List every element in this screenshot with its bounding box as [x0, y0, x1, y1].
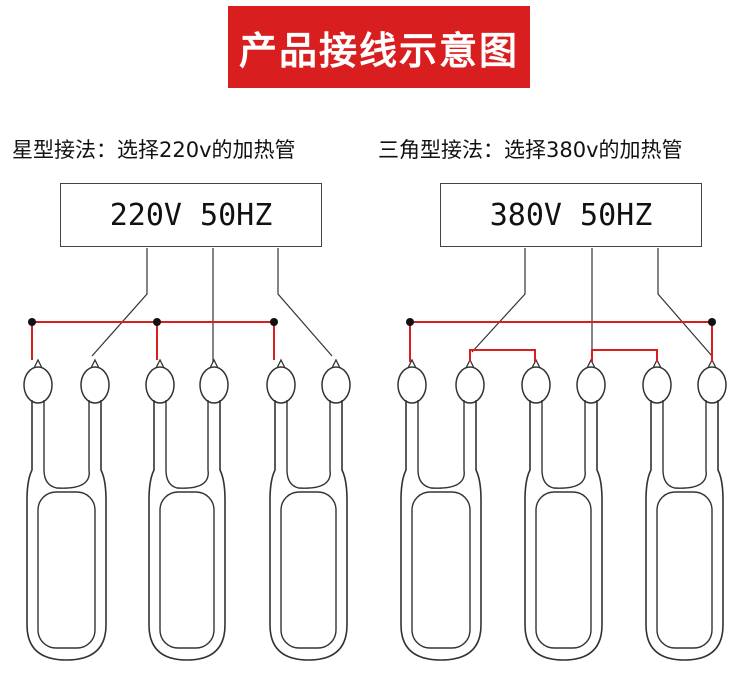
heater-terminal: [80, 358, 110, 404]
red-wiring: [31, 321, 713, 362]
delta-connection-caption: 三角型接法：选择380v的加热管: [378, 138, 683, 162]
delta-jumper-1: [469, 349, 536, 362]
heater-tube: [521, 358, 606, 661]
delta-voltage-label: 380V 50HZ: [489, 197, 653, 233]
star-voltage-label: 220V 50HZ: [109, 197, 273, 233]
junction-dot: [708, 318, 716, 326]
heater-terminal: [642, 358, 672, 404]
star-connection-caption: 星型接法：选择220v的加热管: [12, 138, 296, 162]
heater-terminal: [697, 358, 727, 404]
heater-tube: [145, 358, 229, 661]
junction-dot: [28, 318, 36, 326]
heater-tube: [642, 358, 727, 661]
star-supply-line-3: [277, 248, 333, 357]
delta-jumper-2: [591, 349, 658, 362]
supply-lines: [91, 248, 713, 362]
delta-supply-line-1: [471, 248, 526, 353]
junction-dot: [153, 318, 161, 326]
junction-dot: [270, 318, 278, 326]
heater-tubes: [23, 358, 727, 661]
heater-terminal: [145, 358, 175, 404]
heater-tube: [266, 358, 351, 661]
junction-dots: [28, 318, 716, 326]
heater-terminal: [397, 358, 427, 404]
delta-supply-line-3: [657, 248, 713, 357]
heater-terminal: [199, 358, 229, 404]
heater-terminal: [23, 358, 53, 404]
heater-terminal: [266, 358, 296, 404]
heater-terminal: [455, 358, 485, 404]
star-supply-line-1: [91, 248, 148, 357]
heater-tube: [397, 358, 485, 661]
delta-voltage-box: 380V 50HZ: [440, 183, 702, 247]
heater-terminal: [521, 358, 551, 404]
star-voltage-box: 220V 50HZ: [60, 183, 322, 247]
heater-terminal: [321, 358, 351, 404]
heater-tube: [23, 358, 110, 661]
title-banner: 产品接线示意图: [228, 6, 530, 88]
heater-terminal: [576, 358, 606, 404]
junction-dot: [406, 318, 414, 326]
